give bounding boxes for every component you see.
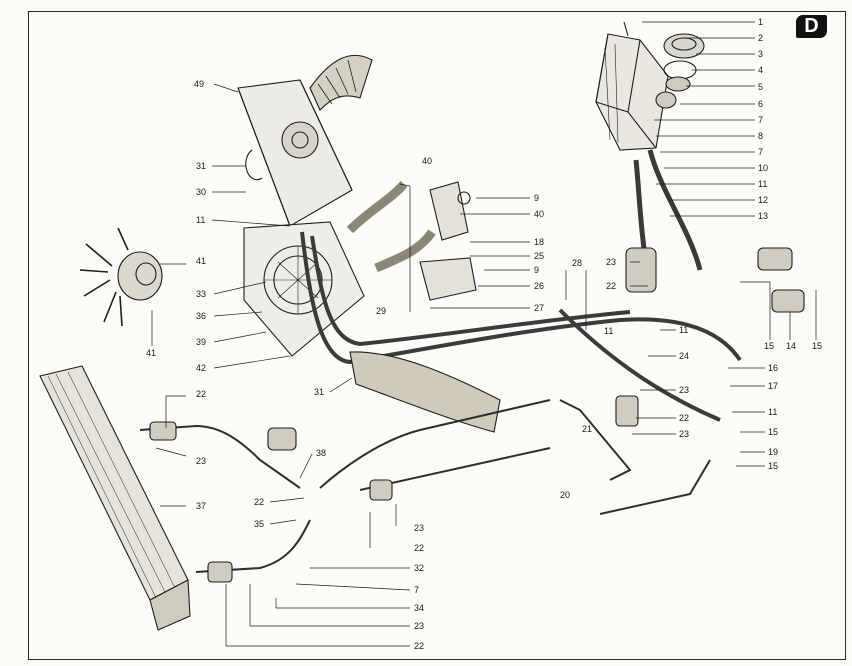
callout-23: 23 [414,523,424,533]
callout-22: 22 [414,641,424,651]
section-badge: D [796,15,827,38]
callout-22: 22 [254,497,264,507]
expansion-tank [595,21,669,151]
callout-15: 15 [768,461,778,471]
callout-25: 25 [534,251,544,261]
callout-23: 23 [414,621,424,631]
callout-28: 28 [572,258,582,268]
callout-23: 23 [679,385,689,395]
callout-27: 27 [534,303,544,313]
callout-40: 40 [422,156,432,166]
callout-22: 22 [606,281,616,291]
callout-11: 11 [679,325,688,335]
callout-16: 16 [768,363,778,373]
callout-23: 23 [196,456,206,466]
callout-41: 41 [146,348,156,358]
callout-30: 30 [196,187,206,197]
callout-8: 8 [758,131,763,141]
callout-37: 37 [196,501,206,511]
callout-14: 14 [786,341,796,351]
callout-19: 19 [768,447,778,457]
leader-lines [151,21,817,647]
callout-35: 35 [254,519,264,529]
callout-11: 11 [758,179,767,189]
callout-4: 4 [758,65,763,75]
callout-21: 21 [582,424,592,434]
callout-7: 7 [414,585,419,595]
radiator [39,365,191,631]
callout-32: 32 [414,563,424,573]
callout-3: 3 [758,49,763,59]
callout-15: 15 [768,427,778,437]
filler-cap [655,33,705,109]
air-intake-hose [309,54,373,111]
callout-5: 5 [758,82,763,92]
callout-6: 6 [758,99,763,109]
callout-20: 20 [560,490,570,500]
hose-clamps [149,247,805,583]
callout-12: 12 [758,195,768,205]
callout-41: 41 [196,256,206,266]
callout-34: 34 [414,603,424,613]
heater-box [243,221,365,357]
callout-11: 11 [196,215,205,225]
callout-39: 39 [196,337,206,347]
callout-22: 22 [679,413,689,423]
callout-40: 40 [534,209,544,219]
blower-fan [79,227,163,327]
callout-labels: 1 2 3 4 5 6 7 8 7 10 11 12 13 9 40 40 18… [146,17,822,651]
callout-10: 10 [758,163,768,173]
callout-29: 29 [376,306,386,316]
callout-31: 31 [314,387,324,397]
callout-23: 23 [606,257,616,267]
callout-49: 49 [194,79,204,89]
callout-22: 22 [196,389,206,399]
corrugated-hose-29 [346,180,436,273]
callout-15: 15 [812,341,822,351]
callout-17: 17 [768,381,778,391]
heater-unit [237,79,353,227]
callout-36: 36 [196,311,206,321]
callout-15: 15 [764,341,774,351]
large-duct-31 [349,351,501,433]
callout-24: 24 [679,351,689,361]
callout-7: 7 [758,115,763,125]
callout-18: 18 [534,237,544,247]
callout-31: 31 [196,161,206,171]
callout-11: 11 [604,326,613,336]
callout-13: 13 [758,211,768,221]
callout-9: 9 [534,265,539,275]
callout-42: 42 [196,363,206,373]
callout-9: 9 [534,193,539,203]
callout-26: 26 [534,281,544,291]
callout-7: 7 [758,147,763,157]
callout-2: 2 [758,33,763,43]
main-hoses [300,231,742,422]
callout-38: 38 [316,448,326,458]
control-valve [419,181,477,301]
callout-22: 22 [414,543,424,553]
callout-23: 23 [679,429,689,439]
callout-33: 33 [196,289,206,299]
callout-1: 1 [758,17,763,27]
callout-11: 11 [768,407,777,417]
diagram-border [28,11,846,660]
